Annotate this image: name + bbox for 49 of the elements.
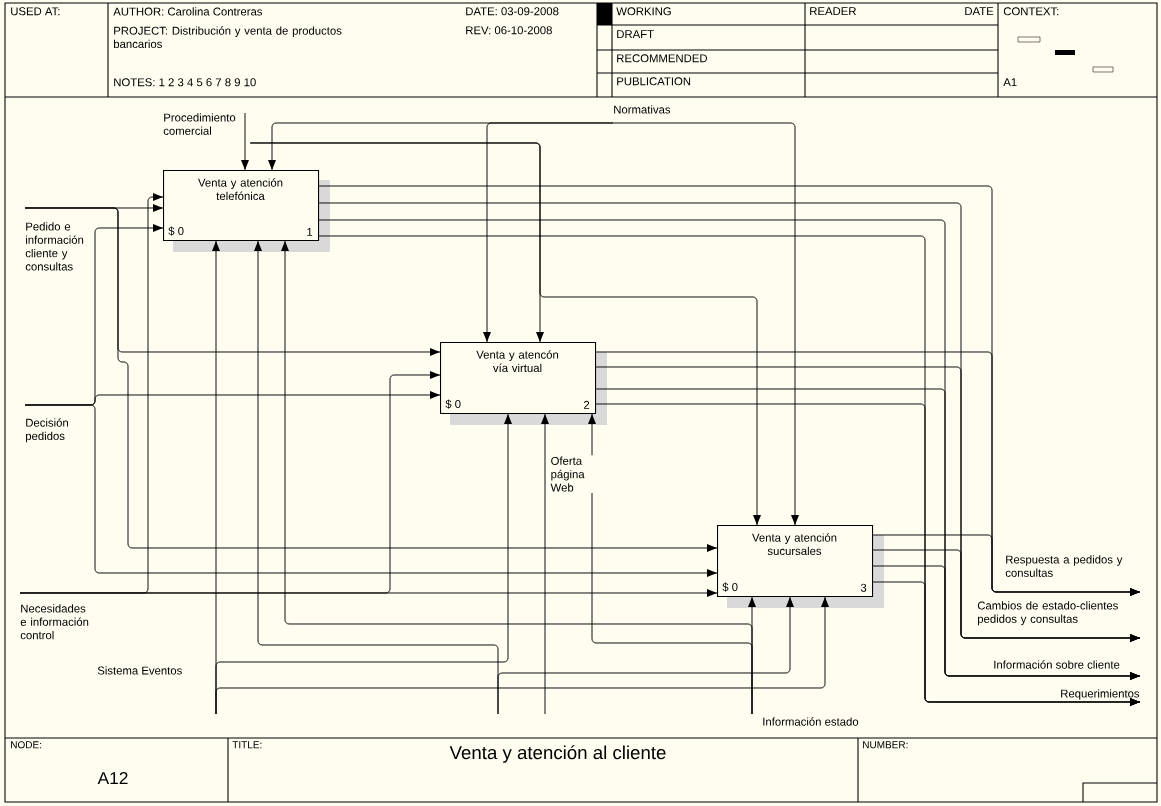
- arrow: [497, 596, 794, 715]
- flow-label: Procedimiento comercial: [163, 113, 236, 135]
- flow-label: Decisión pedidos: [26, 418, 68, 443]
- flow-label: Pedido e información cliente y consultas: [25, 222, 84, 271]
- form-label: PROJECT: Distribución y venta de productos bancarios: [114, 26, 342, 49]
- diagram-title: Venta y atención al cliente: [449, 745, 666, 763]
- arrow: [19, 589, 718, 597]
- arrow: [483, 122, 614, 343]
- process-box: Venta y atención sucursales $ 0 3: [717, 525, 884, 608]
- form-label: DATE: 03-09-2008: [466, 7, 559, 16]
- form-label: DATE: [965, 7, 994, 16]
- form-label: NOTES: 1 2 3 4 5 6 7 8 9 10: [114, 78, 256, 87]
- form-label: PUBLICATION: [617, 77, 691, 86]
- form-label: A12: [97, 771, 128, 785]
- form-label: WORKING: [616, 7, 671, 16]
- arrow: [872, 549, 1141, 642]
- flow-label: Necesidades e información control: [20, 604, 89, 640]
- form-label: CONTEXT:: [1003, 7, 1059, 16]
- arrow: [872, 534, 1141, 596]
- arrow: [24, 207, 718, 552]
- arrow: [215, 596, 829, 715]
- flow-label: Requerimientos: [1061, 689, 1140, 700]
- flow-label: Respuesta a pedidos y consultas: [1005, 555, 1123, 577]
- process-box: Venta y atención telefónica $ 0 1: [163, 170, 330, 252]
- form-label: NODE:: [11, 741, 41, 749]
- arrow: [249, 142, 761, 526]
- form-label: A1: [1003, 78, 1017, 87]
- arrow: [24, 404, 718, 577]
- process-box: Venta y atencón vía virtual $ 0 2: [440, 342, 607, 425]
- arrow: [241, 112, 249, 171]
- flow-label: Normativas: [614, 105, 671, 114]
- form-label: TITLE:: [232, 741, 262, 749]
- arrow: [872, 565, 1141, 680]
- form-label: REV: 06-10-2008: [466, 26, 552, 35]
- arrow: [541, 413, 549, 715]
- form-label: AUTHOR: Carolina Contreras: [113, 7, 263, 16]
- arrow: [612, 122, 799, 526]
- flow-label: Sistema Eventos: [97, 666, 182, 675]
- form-label: USED AT:: [11, 7, 60, 16]
- form-label: NUMBER:: [863, 741, 908, 749]
- form-label: RECOMMENDED: [617, 54, 707, 63]
- arrow: [872, 581, 1141, 706]
- flow-label: Información sobre cliente: [994, 660, 1120, 669]
- form-label: DRAFT: [617, 30, 654, 39]
- arrow: [281, 240, 753, 715]
- form-label: READER: [810, 7, 856, 16]
- flow-label: Cambios de estado-clientes pedidos y consultas: [977, 601, 1118, 626]
- edge-label: Oferta página Web: [549, 455, 595, 493]
- flow-label: Información estado: [763, 717, 859, 726]
